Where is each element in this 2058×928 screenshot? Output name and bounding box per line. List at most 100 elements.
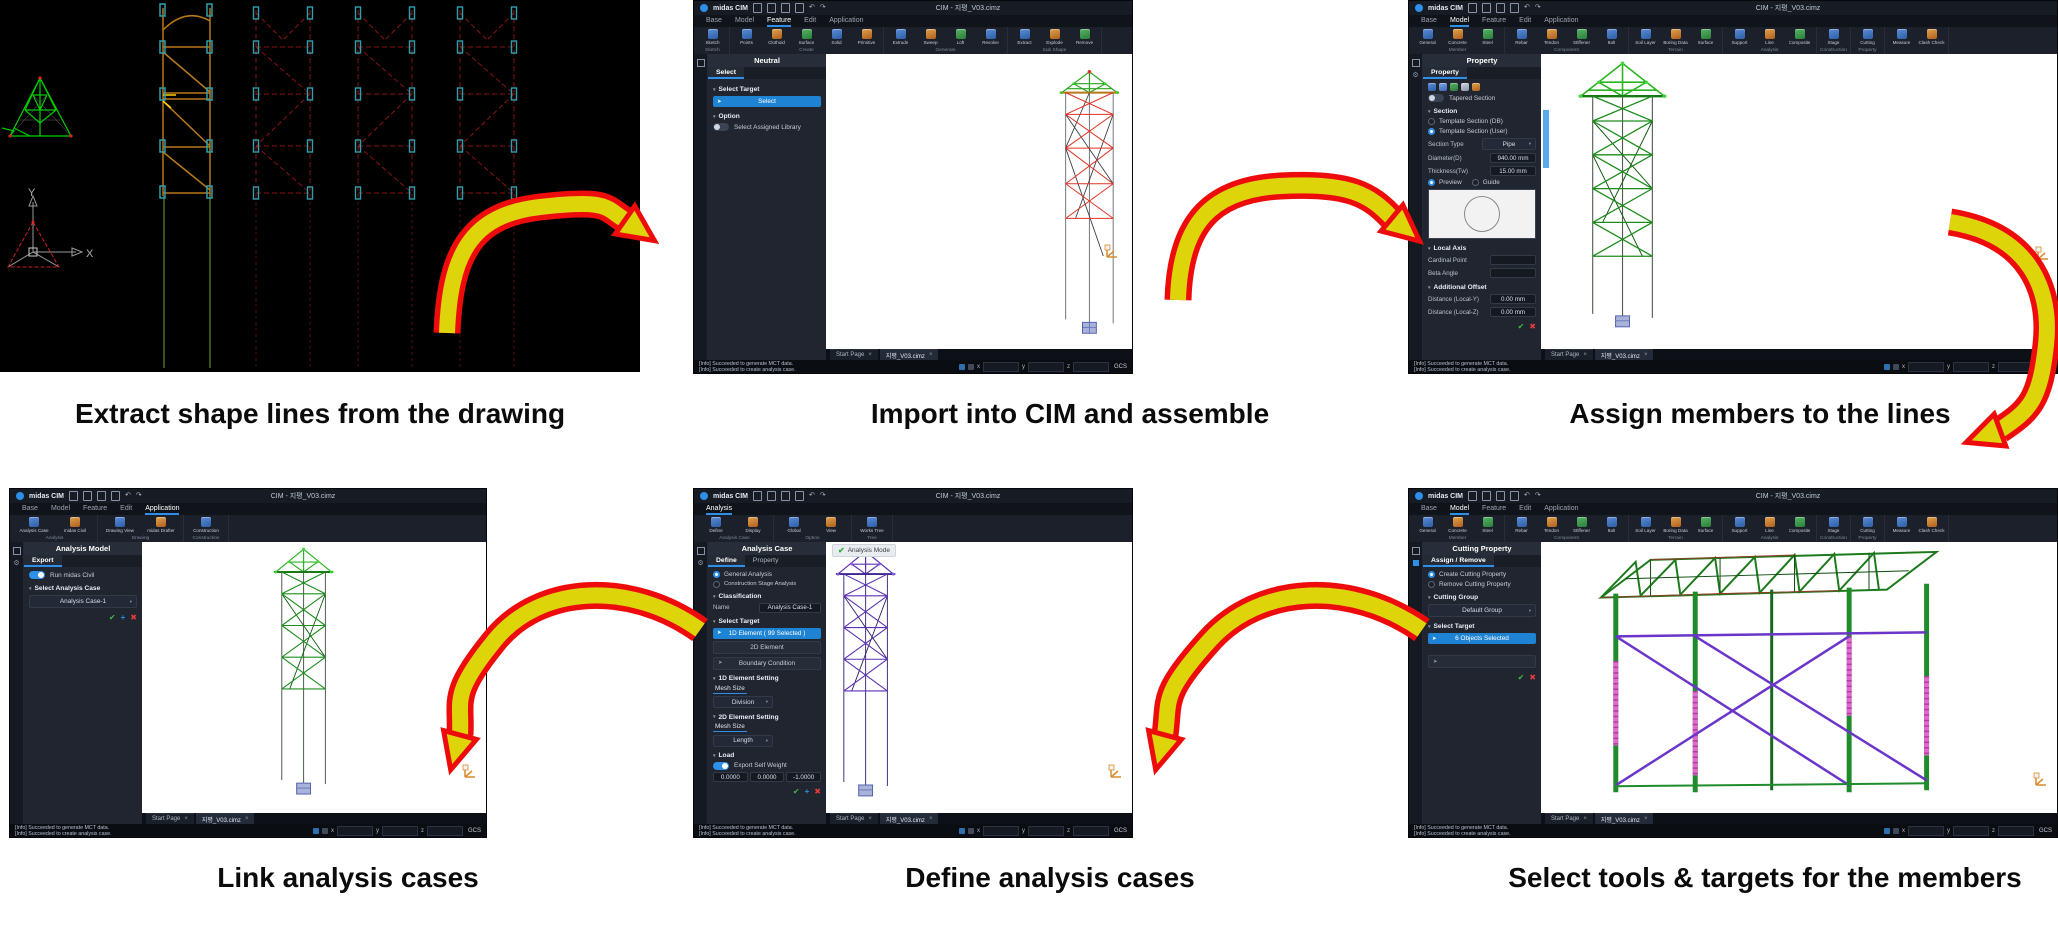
gear-icon[interactable]: ⚙ bbox=[13, 560, 20, 567]
ribbon-button[interactable]: midas Civil bbox=[55, 516, 95, 536]
panel-toggle-icon[interactable] bbox=[696, 59, 705, 67]
apply-button[interactable]: ✔ bbox=[108, 613, 116, 622]
viewport[interactable]: Start Page× 지평_V03.cimz× bbox=[826, 54, 1132, 360]
menu-base[interactable]: Base bbox=[22, 504, 38, 512]
ribbon-button[interactable]: Surface bbox=[1691, 516, 1720, 536]
ribbon-button[interactable]: Cutting bbox=[1853, 516, 1882, 536]
menu-feature[interactable]: Feature bbox=[1482, 16, 1507, 24]
remove-cutting-radio[interactable] bbox=[1428, 581, 1435, 588]
collapse-icon[interactable]: ▾ bbox=[713, 113, 716, 120]
panel-toggle-icon[interactable] bbox=[12, 547, 21, 555]
close-icon[interactable]: × bbox=[1583, 816, 1587, 822]
close-icon[interactable]: × bbox=[868, 816, 872, 822]
ribbon-button[interactable]: Composite bbox=[1785, 28, 1814, 48]
export-self-weight-toggle[interactable] bbox=[713, 761, 729, 770]
menu-model[interactable]: Model bbox=[50, 504, 71, 512]
apply-button[interactable]: ✔ bbox=[1517, 673, 1525, 682]
gear-icon[interactable]: ⚙ bbox=[1412, 72, 1419, 79]
tab-document[interactable]: 지평_V03.cimz× bbox=[1594, 813, 1654, 824]
snap-icon[interactable] bbox=[1883, 827, 1890, 834]
ribbon-button[interactable]: Line bbox=[1755, 28, 1784, 48]
mesh-size-tab[interactable]: Mesh Size bbox=[713, 684, 747, 694]
undo-icon[interactable]: ↶ bbox=[809, 492, 815, 499]
ribbon-button[interactable]: Bolt bbox=[1597, 516, 1626, 536]
template-user-radio[interactable] bbox=[1428, 128, 1435, 135]
ribbon-button[interactable]: Concrete bbox=[1443, 516, 1472, 536]
menu-application[interactable]: Application bbox=[1544, 16, 1579, 24]
tab-start-page[interactable]: Start Page× bbox=[146, 813, 194, 824]
save-icon[interactable] bbox=[97, 491, 107, 501]
select-2d-element-button[interactable]: 2D Element bbox=[713, 641, 821, 654]
ribbon-button[interactable]: Cutting bbox=[1853, 28, 1882, 48]
ribbon-button[interactable]: Stiffener bbox=[1567, 28, 1596, 48]
ribbon-button[interactable]: Tendon bbox=[1537, 28, 1566, 48]
save-icon[interactable] bbox=[1496, 491, 1506, 501]
close-icon[interactable]: × bbox=[1643, 816, 1648, 822]
ribbon-button[interactable]: Works Tree bbox=[854, 516, 890, 536]
ribbon-button[interactable]: Construction bbox=[186, 516, 226, 536]
ribbon-button[interactable]: Bolt bbox=[1597, 28, 1626, 48]
open-file-icon[interactable] bbox=[767, 3, 777, 13]
tab-property[interactable]: Property bbox=[752, 556, 779, 564]
boundary-condition-button[interactable]: ➤Boundary Condition bbox=[713, 656, 821, 670]
distance-y-field[interactable]: 0.00 mm bbox=[1490, 294, 1536, 304]
menu-edit[interactable]: Edit bbox=[1519, 504, 1532, 512]
ribbon-button[interactable]: Support bbox=[1725, 516, 1754, 536]
snap-icon[interactable] bbox=[1883, 363, 1890, 370]
close-icon[interactable]: × bbox=[1583, 352, 1587, 358]
menu-edit[interactable]: Edit bbox=[1519, 16, 1532, 24]
menu-base[interactable]: Base bbox=[706, 16, 722, 24]
ribbon-button[interactable]: Clash Check bbox=[1917, 28, 1946, 48]
cancel-button[interactable]: ✖ bbox=[814, 786, 821, 796]
ribbon-button[interactable]: Surface bbox=[1691, 28, 1720, 48]
save-as-icon[interactable] bbox=[111, 491, 121, 501]
ribbon-button[interactable]: General bbox=[1413, 516, 1442, 536]
distance-z-field[interactable]: 0.00 mm bbox=[1490, 307, 1536, 317]
save-as-icon[interactable] bbox=[1510, 491, 1520, 501]
refresh-icon[interactable] bbox=[1461, 83, 1469, 91]
ribbon-button[interactable]: Primitive bbox=[852, 28, 881, 48]
template-db-radio[interactable] bbox=[1428, 118, 1435, 125]
apply-button[interactable]: ✔ bbox=[792, 786, 800, 796]
ribbon-button[interactable]: Define bbox=[698, 516, 734, 536]
ribbon-button[interactable]: Stage bbox=[1819, 28, 1848, 48]
gear-icon[interactable]: ⚙ bbox=[697, 560, 704, 567]
grid-icon[interactable] bbox=[967, 363, 974, 370]
save-icon[interactable] bbox=[1496, 3, 1506, 13]
diameter-field[interactable]: 940.00 mm bbox=[1490, 153, 1536, 163]
redo-icon[interactable]: ↷ bbox=[1534, 4, 1541, 11]
factor-x-field[interactable]: 0.0000 bbox=[713, 772, 748, 782]
ribbon-button[interactable]: Concrete bbox=[1443, 28, 1472, 48]
tab-property[interactable]: Property bbox=[1423, 67, 1467, 79]
tab-assign-remove[interactable]: Assign / Remove bbox=[1423, 555, 1494, 567]
add-button[interactable]: + bbox=[120, 613, 126, 622]
create-cutting-radio[interactable] bbox=[1428, 571, 1435, 578]
run-midas-civil-toggle[interactable] bbox=[29, 571, 45, 579]
tab-start-page[interactable]: Start Page× bbox=[830, 813, 878, 824]
x-coordinate-field[interactable] bbox=[982, 361, 1019, 372]
ribbon-button[interactable]: Remove bbox=[1070, 28, 1099, 48]
ribbon-button[interactable]: Rebar bbox=[1507, 516, 1536, 536]
ribbon-button[interactable]: Boring Data bbox=[1661, 516, 1690, 536]
factor-y-field[interactable]: 0.0000 bbox=[749, 772, 785, 782]
case-name-field[interactable]: Analysis Case-1 bbox=[759, 602, 821, 613]
stage-analysis-radio[interactable] bbox=[713, 580, 720, 588]
tab-start-page[interactable]: Start Page× bbox=[830, 349, 878, 360]
cancel-button[interactable]: ✖ bbox=[1529, 322, 1536, 331]
ribbon-button[interactable]: Sweep bbox=[916, 28, 945, 48]
open-file-icon[interactable] bbox=[83, 491, 93, 501]
tapered-section-toggle[interactable] bbox=[1428, 94, 1444, 102]
viewport[interactable]: Start Page× 지평_V03.cimz× bbox=[1541, 54, 2057, 360]
x-coordinate-field[interactable] bbox=[982, 825, 1019, 836]
ribbon-button[interactable]: Tendon bbox=[1537, 516, 1566, 536]
grid-icon[interactable] bbox=[967, 827, 974, 834]
tab-document[interactable]: 지평_V03.cimz× bbox=[195, 813, 255, 824]
new-file-icon[interactable] bbox=[753, 3, 763, 13]
close-icon[interactable]: × bbox=[244, 816, 249, 822]
redo-icon[interactable]: ↷ bbox=[819, 492, 826, 499]
tab-document[interactable]: 지평_V03.cimz× bbox=[879, 813, 939, 824]
x-coordinate-field[interactable] bbox=[1907, 361, 1944, 372]
redo-icon[interactable]: ↷ bbox=[135, 492, 142, 499]
ribbon-button[interactable]: Loft bbox=[946, 28, 975, 48]
length-dropdown[interactable]: Length▾ bbox=[713, 734, 773, 747]
